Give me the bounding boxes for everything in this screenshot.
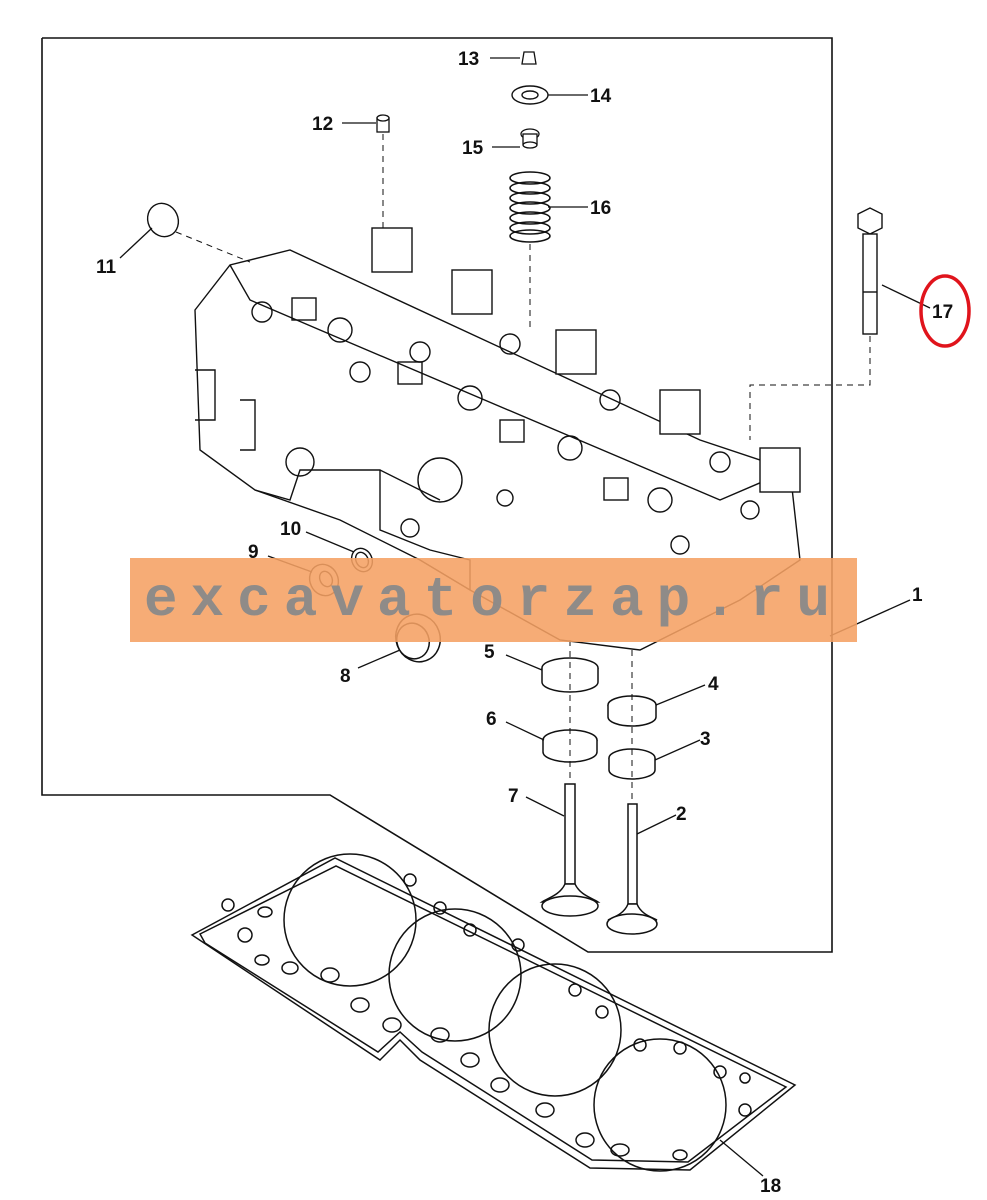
expansion-plug [146,202,180,238]
head-gasket [190,853,797,1172]
guide-line-11 [175,231,251,263]
callout-11: 11 [96,257,117,278]
guide-line-17 [749,336,871,440]
highlight-circle [919,274,971,348]
callout-3: 3 [700,729,711,750]
assembly-frame [41,37,833,953]
callout-4: 4 [708,674,719,695]
callout-12: 12 [312,114,333,135]
cylinder-head-bolt [857,207,883,335]
watermark-text: excavatorzap.ru [143,568,844,632]
callout-14: 14 [590,86,612,107]
cylinder-head [194,227,801,651]
intake-valve [539,783,601,917]
valve-seat-insert-6 [542,729,598,763]
exhaust-valve [606,803,658,935]
callout-16: 16 [590,198,611,219]
callout-9: 9 [248,542,259,563]
valve-stem-seal [520,128,540,149]
callout-8: 8 [340,666,351,687]
watermark-band [130,558,857,642]
callout-1: 1 [912,585,923,606]
dowel-pin [376,114,390,133]
callout-7: 7 [508,786,519,807]
valve-spring-retainer [511,85,549,105]
callout-10: 10 [280,519,301,540]
callout-13: 13 [458,49,479,70]
valve-collet [521,51,537,65]
valve-spring [509,171,551,243]
callout-6: 6 [486,709,497,730]
callout-2: 2 [676,804,687,825]
callout-17: 17 [932,302,953,323]
callout-18: 18 [760,1176,781,1197]
callout-15: 15 [462,138,484,159]
callout-5: 5 [484,642,495,663]
